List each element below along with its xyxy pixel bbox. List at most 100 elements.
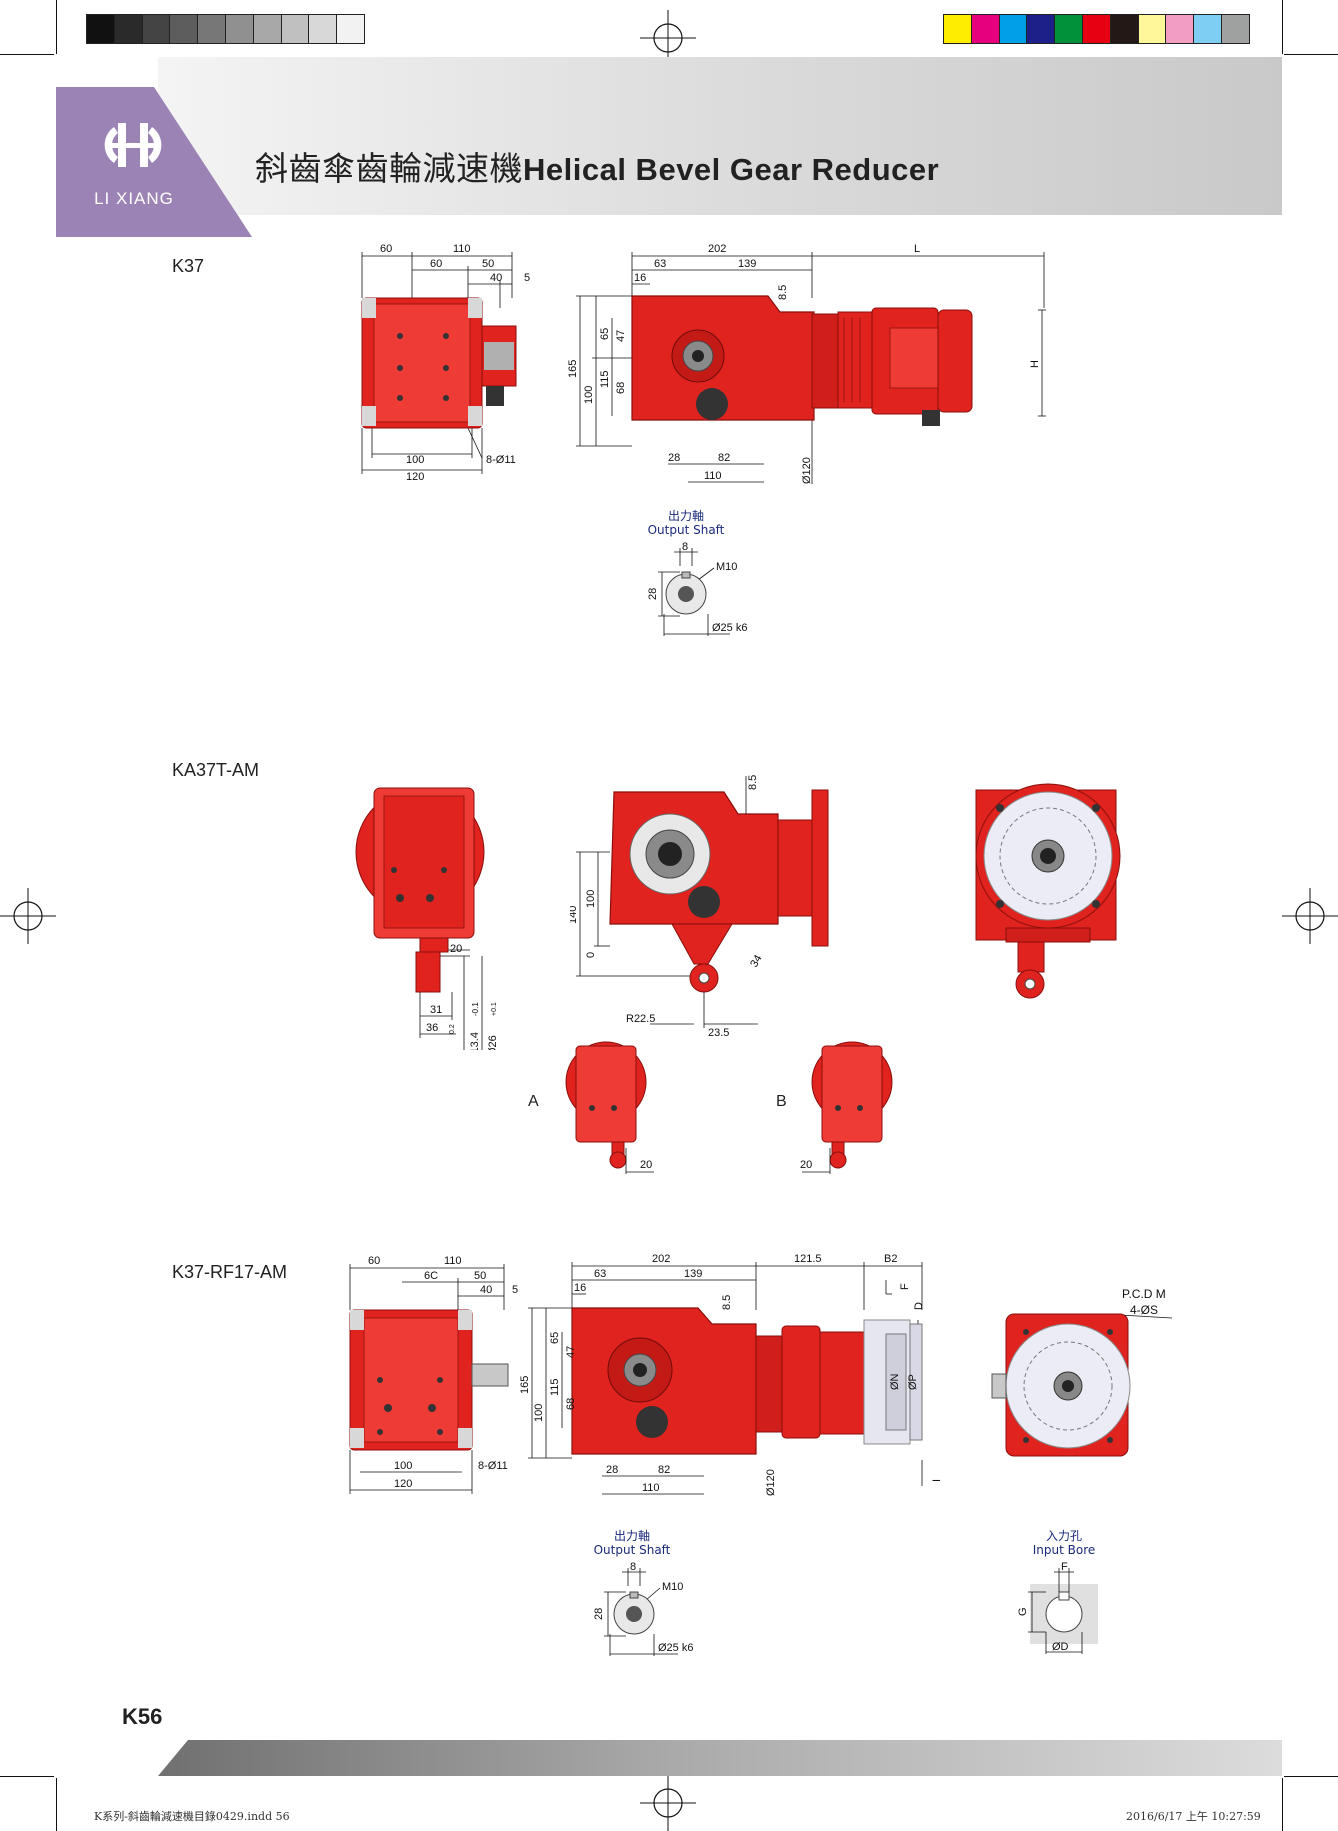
ka37t-variant-b-dim: 20 — [800, 1159, 812, 1171]
k37rf17-side-dim-40: 40 — [480, 1284, 492, 1296]
footer-band — [158, 1740, 1282, 1776]
ka37t-dim-26-tol: +0.1 — [491, 1002, 498, 1016]
color-bar-swatch — [1026, 15, 1055, 43]
ka37t-dim-100: 100 — [585, 890, 597, 908]
k37rf17-front-dim-65: 65 — [549, 1332, 561, 1344]
k37-front-dim-65: 65 — [599, 328, 611, 340]
ka37t-dim-140: 140 — [570, 906, 579, 924]
logo-mark-icon — [104, 123, 162, 167]
k37-side-dim-60b: 60 — [430, 258, 442, 270]
crop-mark — [1282, 1778, 1283, 1831]
k37rf17-flange-view: P.C.D M 4-ØS — [991, 1287, 1173, 1457]
k37rf17-front-dim-F: F — [899, 1283, 911, 1290]
k37rf17-front-dim-16: 16 — [574, 1282, 586, 1294]
k37-front-view: 202 L 63 139 16 8.5 65 47 165 115 68 100… — [568, 243, 1046, 484]
gray-bar-swatch — [113, 15, 142, 43]
k37rf17-front-dim-P: ØP — [907, 1374, 919, 1390]
k37rf17-front-dim-63: 63 — [594, 1268, 606, 1280]
k37-front-dim-165: 165 — [568, 360, 579, 378]
k37rf17-front-dim-139: 139 — [684, 1268, 702, 1280]
k37rf17-front-dim-I: I — [931, 1479, 943, 1482]
k37rf17-front-dim-121-5: 121.5 — [794, 1253, 822, 1265]
page-title-zh: 斜齒傘齒輪減速機 — [255, 149, 523, 188]
k37rf17-shaft-dia: Ø25 k6 — [658, 1642, 693, 1654]
k37-side-dim-110: 110 — [453, 243, 471, 255]
k37rf17-output-shaft: 出力軸 Output Shaft 8 M10 28 Ø25 k6 — [593, 1529, 693, 1656]
crop-mark — [56, 1778, 57, 1831]
model-label-k37rf17: K37-RF17-AM — [172, 1262, 288, 1282]
k37-side-dim-50: 50 — [482, 258, 494, 270]
k37-output-shaft: 出力軸 Output Shaft 8 M10 28 Ø25 k6 — [647, 509, 747, 636]
crop-mark — [1284, 1776, 1338, 1777]
crop-mark — [56, 0, 57, 54]
k37rf17-input-bore-title-en: Input Bore — [1033, 1543, 1096, 1557]
k37-shaft-key-width: 8 — [682, 541, 688, 553]
k37rf17-front-dim-B2: B2 — [884, 1253, 897, 1265]
k37-shaft-thread: M10 — [716, 561, 737, 573]
color-bar-swatch — [998, 15, 1027, 43]
k37rf17-front-dim-68: 68 — [565, 1398, 577, 1410]
k37rf17-output-shaft-title-zh: 出力軸 — [614, 1529, 650, 1543]
color-bar-swatch — [1109, 15, 1138, 43]
crop-mark — [0, 54, 54, 55]
ka37t-dim-36: 36 — [426, 1022, 438, 1034]
ka37t-dim-20: 20 — [450, 943, 462, 955]
k37rf17-side-dim-120: 120 — [394, 1478, 412, 1490]
k37rf17-side-dim-5: 5 — [512, 1284, 518, 1296]
k37rf17-front-dim-165: 165 — [520, 1376, 531, 1394]
ka37t-flange-view — [975, 783, 1121, 999]
k37-side-view: 60 110 60 50 40 5 100 120 8-Ø11 — [361, 243, 530, 483]
ka37t-variant-b: B 20 — [776, 1041, 893, 1174]
k37rf17-shaft-height: 28 — [593, 1608, 605, 1620]
k37-front-dim-120: Ø120 — [801, 457, 813, 484]
k37rf17-front-dim-8-5: 8.5 — [721, 1295, 733, 1310]
k37-side-dim-60: 60 — [380, 243, 392, 255]
k37rf17-side-dim-60: 60 — [368, 1255, 380, 1267]
k37-front-dim-63: 63 — [654, 258, 666, 270]
gray-bar-swatch — [308, 15, 337, 43]
k37-front-dim-8-5: 8.5 — [777, 285, 789, 300]
k37-output-shaft-title-zh: 出力軸 — [668, 509, 704, 523]
k37-front-dim-115: 115 — [599, 370, 611, 388]
k37-front-dim-28: 28 — [668, 452, 680, 464]
k37-front-dim-68: 68 — [615, 382, 627, 394]
k37-side-dim-100: 100 — [406, 454, 424, 466]
registration-mark-bottom — [640, 1775, 696, 1831]
k37-front-dim-100: 100 — [583, 386, 595, 404]
ka37t-dim-36-tol: 0.2 — [449, 1024, 456, 1034]
ka37t-side-view: 20 31 36 0.2 Ø13.4 -0.1 Ø26 +0.1 — [355, 787, 499, 1050]
ka37t-dim-13-4-tol: -0.1 — [471, 1002, 480, 1016]
gray-bar-swatch — [252, 15, 281, 43]
gray-bar-swatch — [224, 15, 253, 43]
page-number: K56 — [122, 1704, 163, 1729]
k37-side-dim-holes: 8-Ø11 — [486, 454, 516, 466]
ka37t-dim-8-5: 8.5 — [747, 775, 759, 790]
k37rf17-front-view: 202 121.5 B2 63 139 16 8.5 F D 65 47 165… — [520, 1253, 943, 1496]
ka37t-front-view: 8.5 140 100 0 R22.5 23.5 34 — [570, 775, 829, 1039]
ka37t-dim-31: 31 — [430, 1004, 442, 1016]
k37rf17-front-dim-82: 82 — [658, 1464, 670, 1476]
registration-mark-left — [0, 888, 56, 944]
k37rf17-input-bore: 入力孔 Input Bore F G ØD — [1017, 1529, 1098, 1654]
page-title-en: Helical Bevel Gear Reducer — [523, 152, 940, 187]
k37-output-shaft-title-en: Output Shaft — [648, 523, 725, 537]
k37-shaft-dia: Ø25 k6 — [712, 622, 747, 634]
k37rf17-bore-height: G — [1017, 1607, 1029, 1616]
k37rf17-side-dim-100: 100 — [394, 1460, 412, 1472]
crop-mark — [0, 1776, 54, 1777]
k37rf17-front-dim-28: 28 — [606, 1464, 618, 1476]
gray-bar-swatch — [169, 15, 198, 43]
gray-bar-swatch — [197, 15, 225, 43]
ka37t-dim-r22-5: R22.5 — [626, 1013, 655, 1025]
color-bar-swatch — [1054, 15, 1082, 43]
color-bar-swatch — [944, 15, 971, 43]
page-title: 斜齒傘齒輪減速機Helical Bevel Gear Reducer — [255, 142, 939, 190]
color-bar-swatch — [970, 15, 999, 43]
model-label-k37: K37 — [172, 256, 205, 276]
k37rf17-output-shaft-title-en: Output Shaft — [594, 1543, 671, 1557]
crop-mark — [1284, 54, 1338, 55]
k37rf17-front-dim-110: 110 — [642, 1482, 660, 1494]
k37rf17-front-dim-D: D — [913, 1302, 925, 1310]
gray-bar-swatch — [87, 15, 114, 43]
process-color-bar — [943, 14, 1250, 44]
